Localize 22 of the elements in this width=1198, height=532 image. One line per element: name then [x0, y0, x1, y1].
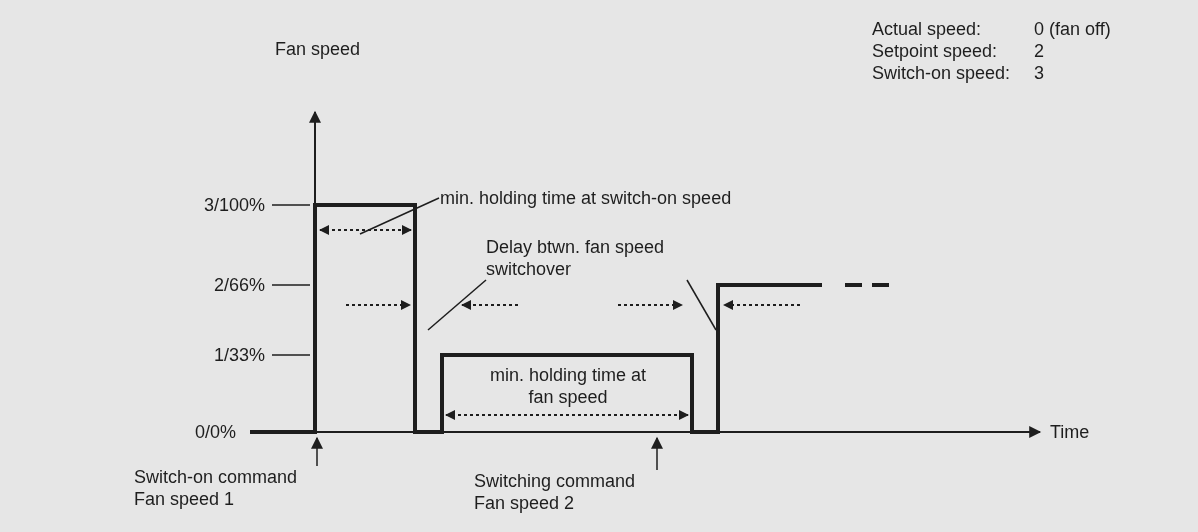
command-text: Switching command Fan speed 2	[474, 470, 637, 514]
annotation-text: Delay btwn. fan speed switchover	[486, 236, 666, 280]
tick-label: 0/0%	[194, 421, 236, 443]
command-arrow	[311, 436, 323, 467]
tick-label: 2/66%	[213, 274, 265, 296]
tick-label: 1/33%	[213, 344, 265, 366]
leader-line	[359, 197, 440, 235]
tick-label: 3/100%	[203, 194, 265, 216]
command-text: Switch-on command Fan speed 1	[134, 466, 299, 510]
table-value: 3	[1034, 62, 1044, 84]
leader-line	[427, 279, 487, 331]
table-label: Actual speed:	[872, 18, 982, 40]
table-value: 2	[1034, 40, 1044, 62]
annotation-text: min. holding time at fan speed	[488, 364, 648, 408]
table-label: Switch-on speed:	[872, 62, 1011, 84]
axis-title: Time	[1050, 421, 1090, 443]
command-arrow	[651, 436, 663, 471]
leader-line	[686, 279, 717, 331]
table-label: Setpoint speed:	[872, 40, 998, 62]
axis-title: Fan speed	[275, 38, 361, 60]
table-value: 0 (fan off)	[1034, 18, 1111, 40]
annotation-text: min. holding time at switch-on speed	[440, 187, 733, 209]
